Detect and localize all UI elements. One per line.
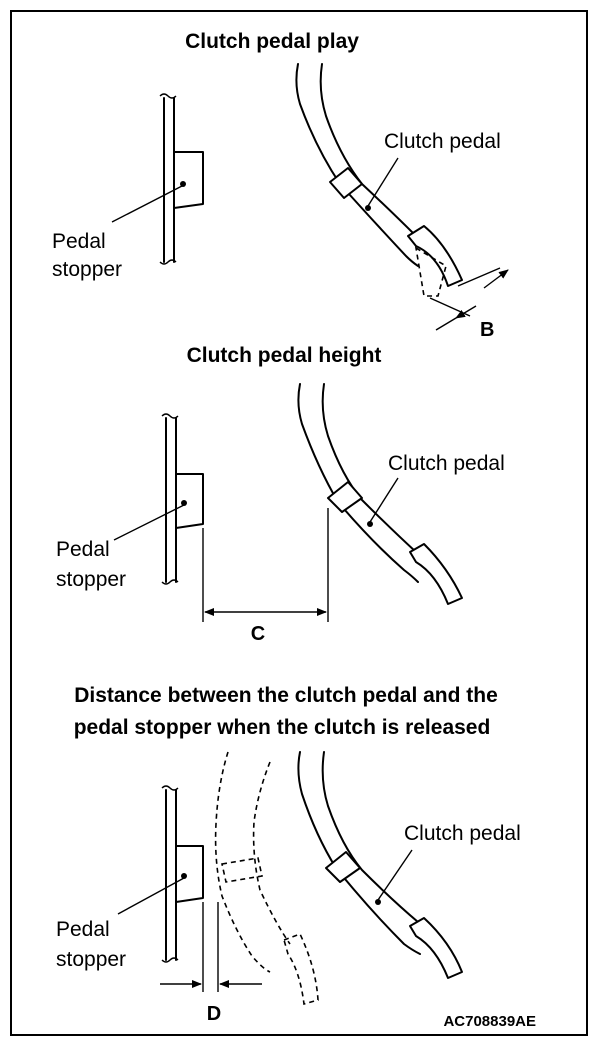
section-title-height: Clutch pedal height [187,344,382,367]
dimension-b [429,267,509,331]
figure-frame [10,10,588,1036]
stopper-label-3b: stopper [56,948,126,971]
clutch-pedal-1 [295,63,463,297]
dimension-label-c: C [251,623,265,645]
pedal-leader-2 [369,477,399,523]
dimension-label-d: D [207,1003,221,1025]
dimension-c [202,508,329,622]
pedal-pivot-dot-3 [375,899,381,905]
pedal-pivot-dot-2 [367,521,373,527]
stopper-contact-dot-3 [181,873,187,879]
pedal-stopper-1 [159,93,204,265]
clutch-pedal-2 [297,383,463,605]
dimension-label-b: B [480,319,494,341]
stopper-label-3a: Pedal [56,918,110,941]
pedal-stopper-3 [161,785,204,963]
stopper-label-2b: stopper [56,568,126,591]
section-pedal-play: Clutch pedal play Pedal stopper Clutch p… [52,30,509,341]
stopper-leader-1 [111,185,183,223]
stopper-leader-2 [113,504,185,541]
stopper-leader-3 [117,877,185,915]
stopper-contact-dot-2 [181,500,187,506]
pedal-pivot-dot-1 [365,205,371,211]
section-pedal-height: Clutch pedal height Pedal stopper Clutch… [56,344,505,645]
section-title-released-1: Distance between the clutch pedal and th… [74,684,498,707]
pedal-leader-3 [377,849,413,901]
section-released-distance: Distance between the clutch pedal and th… [56,684,521,1025]
released-pedal-outline [214,751,319,1006]
figure-code: AC708839AE [443,1013,536,1030]
pedal-label-3: Clutch pedal [404,822,521,845]
section-title-released-2: pedal stopper when the clutch is release… [74,716,491,739]
pedal-label-2: Clutch pedal [388,452,505,475]
pedal-stopper-2 [161,413,204,585]
section-title-play: Clutch pedal play [185,30,359,53]
pedal-leader-1 [367,157,399,207]
clutch-pedal-3 [297,751,463,979]
dimension-d [160,902,262,992]
pedal-label-1: Clutch pedal [384,130,501,153]
stopper-label-1a: Pedal [52,230,106,253]
stopper-label-2a: Pedal [56,538,110,561]
stopper-label-1b: stopper [52,258,122,281]
